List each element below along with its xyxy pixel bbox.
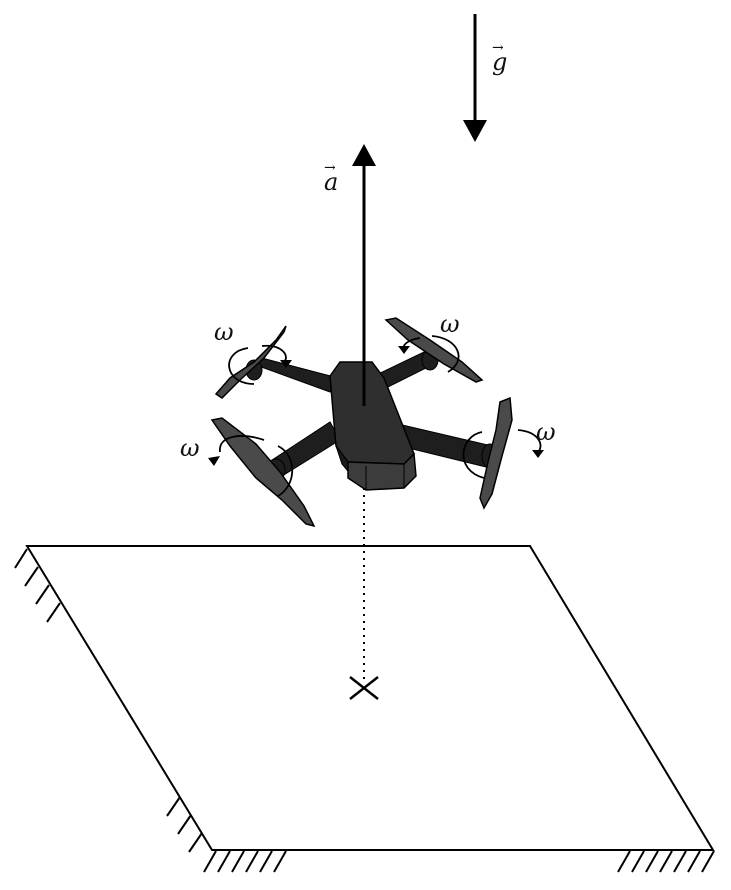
- acceleration-arrowhead: [352, 144, 376, 166]
- landing-target-cross: [349, 676, 379, 700]
- rotation-arrow-front-left: [208, 435, 294, 497]
- propeller-back-right: [384, 317, 484, 383]
- drone-arm-back-left: [251, 357, 339, 393]
- landing-platform: [14, 545, 715, 873]
- ground-hatch-bottom-right: [617, 850, 715, 873]
- rotation-arrow-front-right: [462, 429, 544, 479]
- omega-label-back-right: ω: [440, 310, 460, 338]
- gravity-label: g: [492, 48, 507, 76]
- gravity-vector-mark: →: [492, 40, 504, 56]
- rotation-arrow-back-right: [398, 335, 460, 373]
- omega-label-back-left: ω: [214, 318, 234, 346]
- drone-body-front: [347, 452, 417, 491]
- propeller-front-left: [210, 417, 316, 528]
- acceleration-label: a: [324, 168, 338, 196]
- propeller-back-left: [214, 325, 287, 399]
- propeller-front-right: [479, 396, 513, 510]
- gravity-arrowhead: [463, 120, 487, 142]
- omega-label-front-left: ω: [180, 434, 200, 462]
- platform-surface: [25, 545, 715, 851]
- omega-label-front-right: ω: [536, 418, 556, 446]
- drone: [210, 317, 513, 528]
- ground-hatch-left: [14, 548, 61, 623]
- acceleration-vector: a →: [324, 144, 376, 406]
- ground-hatch-bottom-left: [203, 850, 287, 873]
- acceleration-vector-mark: →: [324, 160, 336, 176]
- rotation-arrow-back-left: [228, 344, 292, 385]
- ground-hatch-bottom-left-edge: [166, 796, 203, 853]
- gravity-vector: g →: [463, 14, 507, 142]
